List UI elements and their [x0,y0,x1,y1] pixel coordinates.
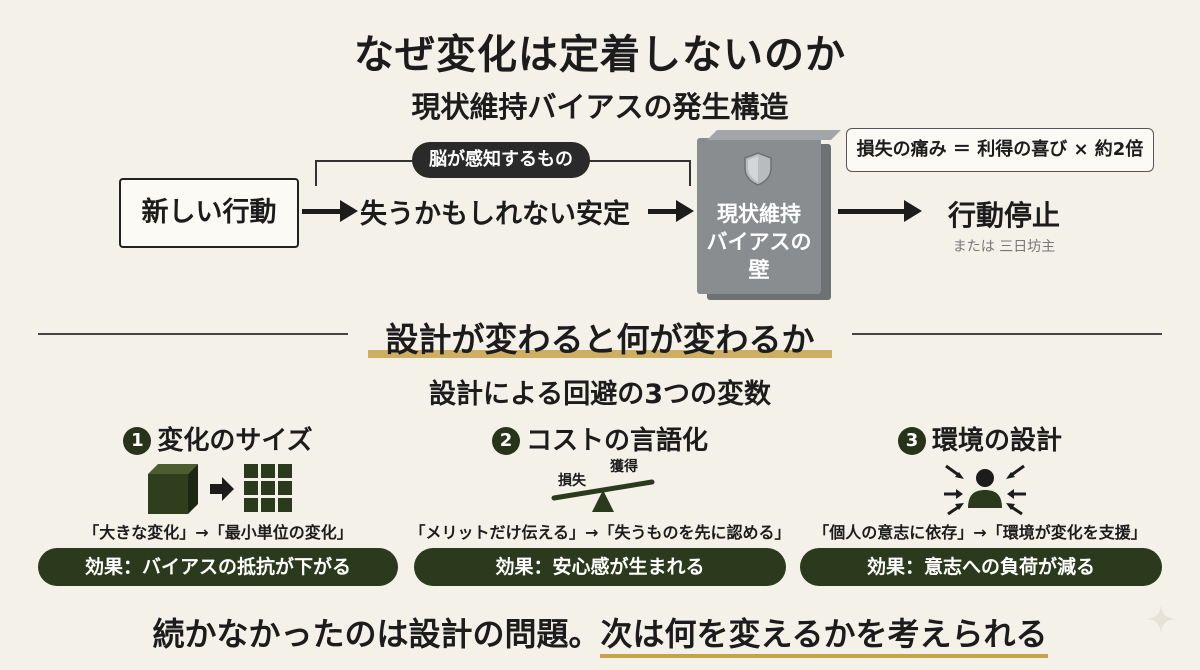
variable-3-effect: 効果：意志への負荷が減る [800,548,1162,586]
wall-label: 現状維持 バイアスの 壁 [706,202,812,282]
variable-2-description: 「メリットだけ伝える」→「失うものを先に認める」 [409,523,791,542]
variable-3-title: 環境の設計 [931,426,1062,456]
cube-to-grid-icon [148,464,292,514]
balance-scale-icon [551,479,655,512]
section-title-highlight [368,350,832,358]
conclusion-text: 続かなかったのは設計の問題。次は何を変えるかを考えられる [0,609,1200,658]
action-stop-text: 行動停止 [947,199,1060,232]
perceived-loss-text: 失うかもしれない安定 [360,199,630,230]
divider-left [38,333,348,335]
sparkle-icon [1147,605,1175,633]
page-subtitle: 現状維持バイアスの発生構造 [411,90,789,124]
variable-2-title: コストの言語化 [525,426,708,456]
scale-gain-label: 獲得 [610,459,638,475]
brain-perception-badge: 脳が感知するもの [412,142,590,178]
variable-2-effect: 効果：安心感が生まれる [414,548,786,586]
action-stop-subtext: または 三日坊主 [952,239,1056,255]
number-badge: 2 [491,427,520,455]
divider-right [852,333,1162,335]
supported-person-icon [944,464,1026,516]
shield-icon [744,152,772,186]
variable-1-effect: 効果：バイアスの抵抗が下がる [38,548,398,586]
page-title: なぜ変化は定着しないのか [354,32,846,78]
scale-loss-label: 損失 [558,473,586,489]
variable-1-description: 「大きな変化」→「最小単位の変化」 [83,523,353,542]
variable-3-description: 「個人の意志に依存」→「環境が変化を支援」 [813,523,1147,542]
wall-top-face [707,130,841,140]
number-badge: 3 [897,427,926,455]
new-action-box: 新しい行動 [119,178,299,248]
conclusion-part2-highlight: 次は何を変えるかを考えられる [600,615,1048,658]
conclusion-part1: 続かなかったのは設計の問題。 [152,615,601,653]
variable-1-title: 変化のサイズ [157,426,313,456]
section-title: 設計が変わると何が変わるか [385,320,815,359]
section-subtitle: 設計による回避の3つの変数 [429,379,771,410]
number-badge: 1 [123,427,152,455]
loss-aversion-note: 損失の痛み ＝ 利得の喜び × 約2倍 [846,128,1154,172]
